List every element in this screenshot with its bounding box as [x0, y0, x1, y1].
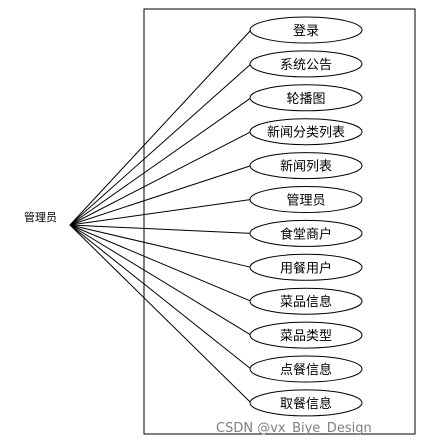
association-line	[69, 224, 252, 234]
use-case-ellipse	[249, 152, 363, 180]
use-case-label: 菜品信息	[280, 294, 332, 310]
association-line	[69, 165, 252, 226]
association-line	[69, 224, 252, 336]
use-case: 新闻分类列表	[249, 118, 363, 146]
use-case: 新闻列表	[249, 152, 363, 180]
use-case-label: 登录	[293, 24, 319, 39]
use-case: 轮播图	[249, 84, 363, 112]
system-boundary	[143, 8, 416, 435]
use-case-ellipse	[249, 321, 363, 349]
association-line	[69, 63, 252, 226]
use-case-ellipse	[249, 186, 363, 213]
association-line	[69, 224, 252, 302]
use-case-group: 登录系统公告轮播图新闻分类列表新闻列表管理员食堂商户用餐用户菜品信息菜品类型点餐…	[249, 16, 363, 417]
use-case: 菜品信息	[249, 287, 363, 315]
use-case: 点餐信息	[249, 355, 363, 383]
use-case-ellipse	[249, 253, 363, 281]
use-case-label: 食堂商户	[280, 226, 332, 242]
use-case-label: 系统公告	[280, 58, 332, 73]
association-line	[69, 224, 252, 370]
use-case: 登录	[249, 16, 363, 44]
association-line	[69, 199, 252, 226]
use-case: 管理员	[249, 186, 363, 213]
use-case-ellipse	[249, 389, 363, 417]
association-line	[69, 131, 252, 226]
use-case-ellipse	[249, 16, 363, 44]
association-line	[69, 224, 252, 404]
watermark-text: CSDN @vx_Biye_Design	[216, 421, 372, 436]
use-case: 食堂商户	[249, 219, 363, 247]
association-line	[69, 29, 252, 226]
use-case: 用餐用户	[249, 253, 363, 281]
use-case-ellipse	[249, 287, 363, 315]
use-case: 取餐信息	[249, 389, 363, 417]
use-case: 系统公告	[249, 50, 363, 78]
use-case-label: 点餐信息	[280, 362, 332, 378]
use-case-label: 用餐用户	[280, 260, 332, 276]
use-case-ellipse	[249, 118, 363, 146]
use-case-ellipse	[249, 219, 363, 247]
use-case-label: 取餐信息	[280, 396, 332, 412]
use-case-label: 轮播图	[286, 92, 325, 107]
use-case-ellipse	[249, 84, 363, 112]
use-case-label: 管理员	[286, 194, 325, 209]
use-case: 菜品类型	[249, 321, 363, 349]
association-lines	[69, 29, 252, 404]
association-line	[69, 97, 252, 226]
use-case-label: 新闻分类列表	[267, 125, 345, 141]
association-line	[69, 224, 252, 268]
use-case-ellipse	[249, 355, 363, 383]
use-case-label: 新闻列表	[280, 159, 332, 175]
use-case-label: 菜品类型	[280, 329, 332, 344]
use-case-ellipse	[249, 50, 363, 78]
actor-label: 管理员	[24, 210, 57, 224]
